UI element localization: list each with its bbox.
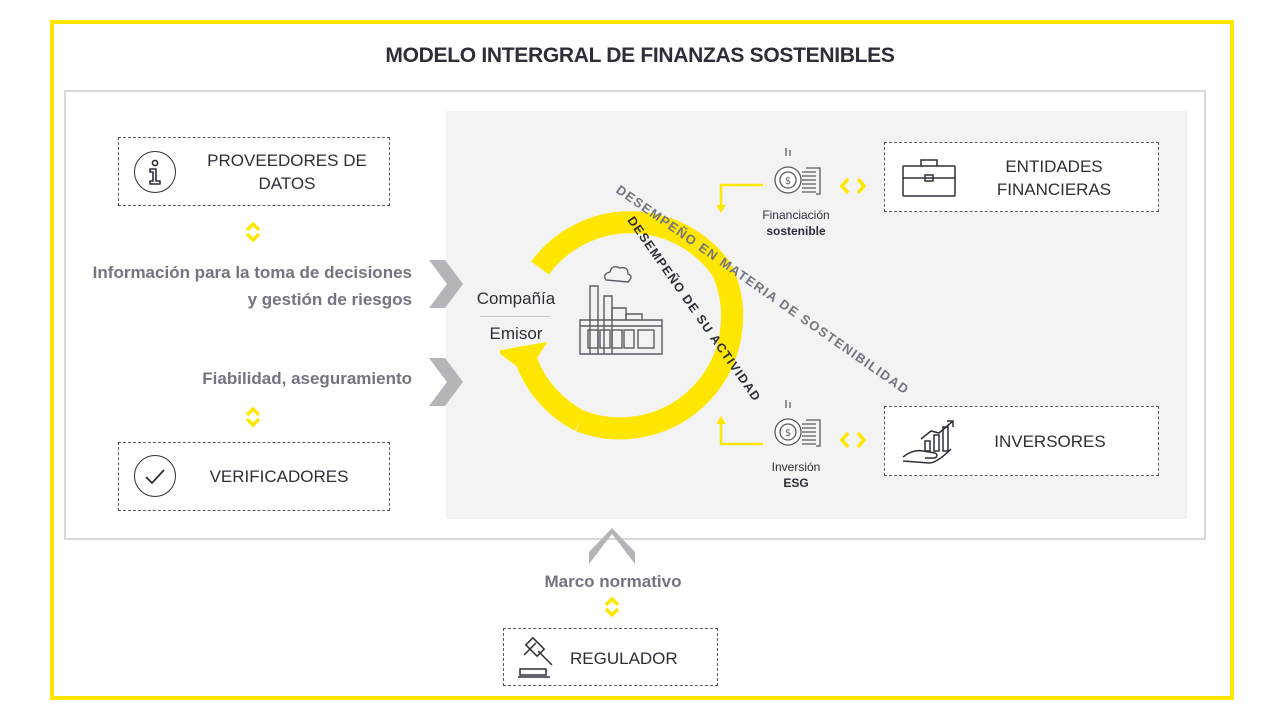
financial-entities-label-1: ENTIDADES bbox=[1005, 157, 1103, 176]
reliability-text: Fiabilidad, aseguramiento bbox=[202, 369, 412, 388]
activity-cycle bbox=[500, 211, 744, 440]
growth-chart-icon bbox=[902, 420, 954, 464]
svg-text:$: $ bbox=[785, 428, 791, 439]
info-decisions-text-2: y gestión de riesgos bbox=[247, 290, 412, 309]
framework-text: Marco normativo bbox=[544, 572, 682, 591]
coins-icon: $ bbox=[774, 148, 821, 195]
info-decisions-text-1: Información para la toma de decisiones bbox=[92, 263, 412, 282]
regulator-label: REGULADOR bbox=[570, 649, 678, 668]
chevron-up-icon bbox=[589, 528, 635, 564]
double-chevron-horizontal-icon bbox=[839, 177, 867, 195]
check-icon bbox=[134, 455, 176, 497]
factory-icon bbox=[579, 265, 663, 355]
financing-label-1: Financiación bbox=[762, 208, 830, 222]
investors-label: INVERSORES bbox=[994, 432, 1106, 451]
investment-arrow bbox=[717, 416, 763, 446]
financial-entities-box: ENTIDADES FINANCIERAS bbox=[884, 142, 1159, 212]
chevron-right-icon bbox=[429, 358, 463, 406]
double-chevron-icon bbox=[245, 221, 261, 243]
company-label: Compañía bbox=[476, 289, 556, 308]
investment-label-1: Inversión bbox=[771, 460, 821, 474]
financial-entities-label-2: FINANCIERAS bbox=[996, 180, 1112, 199]
double-chevron-icon bbox=[604, 596, 620, 618]
data-providers-label-2: DATOS bbox=[258, 174, 316, 193]
briefcase-icon bbox=[902, 159, 956, 197]
double-chevron-icon bbox=[245, 406, 261, 428]
data-providers-label-1: PROVEEDORES DE bbox=[207, 151, 367, 170]
gavel-icon bbox=[518, 636, 553, 678]
investors-box: INVERSORES bbox=[884, 406, 1159, 476]
verifiers-box: VERIFICADORES bbox=[118, 442, 390, 511]
outer-frame bbox=[50, 20, 1234, 700]
double-chevron-horizontal-icon bbox=[839, 431, 867, 449]
verifiers-label: VERIFICADORES bbox=[209, 467, 349, 486]
financing-label-2: sostenible bbox=[766, 224, 826, 238]
financing-arrow bbox=[717, 183, 763, 213]
investment-label-2: ESG bbox=[783, 476, 809, 490]
company-divider bbox=[480, 316, 550, 317]
svg-text:$: $ bbox=[785, 176, 791, 187]
coins-icon: $ bbox=[774, 400, 821, 447]
chevron-right-icon bbox=[429, 260, 463, 308]
cycle-arrowhead bbox=[495, 188, 555, 238]
page-title: MODELO INTERGRAL DE FINANZAS SOSTENIBLES bbox=[385, 44, 895, 67]
data-providers-box: PROVEEDORES DE DATOS bbox=[118, 137, 390, 206]
info-icon bbox=[134, 151, 176, 193]
regulator-box: REGULADOR bbox=[503, 628, 718, 686]
issuer-label: Emisor bbox=[489, 324, 543, 343]
